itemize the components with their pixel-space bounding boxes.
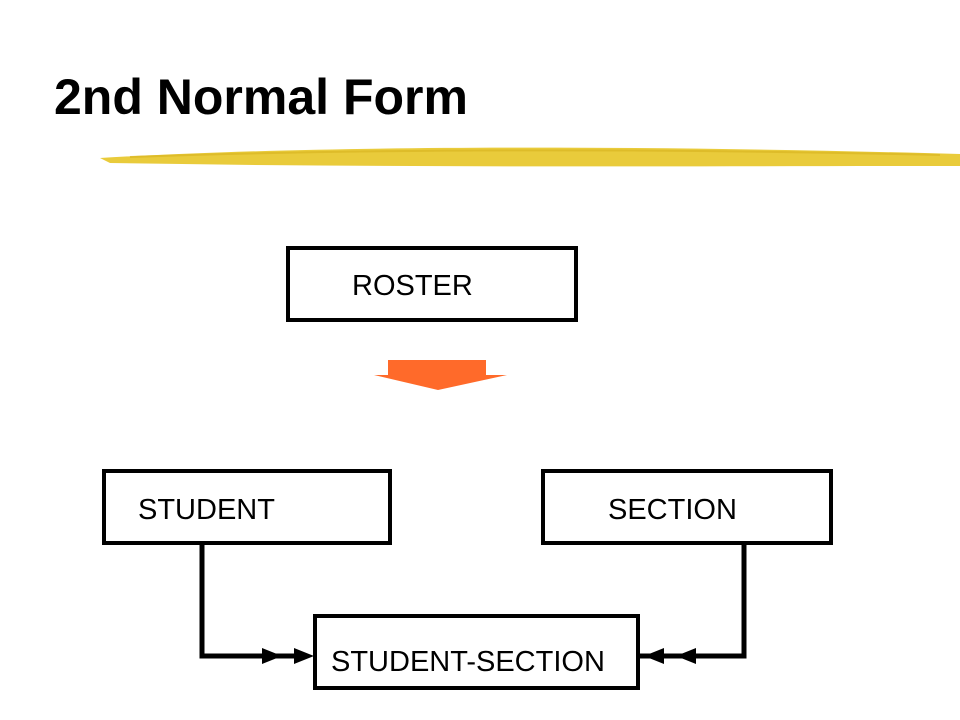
section-table-label: SECTION [608, 494, 737, 526]
arrowhead-icon [262, 648, 282, 664]
section-connector-line [640, 545, 747, 659]
roster-table-box [286, 246, 578, 322]
arrowhead-icon [294, 648, 314, 664]
arrowhead-icon [644, 648, 664, 664]
student-table-box [102, 469, 392, 545]
student-section-table-box [313, 614, 640, 690]
slide-title: 2nd Normal Form [54, 69, 468, 125]
section-table-box [541, 469, 833, 545]
orange-down-arrow-icon [374, 360, 507, 390]
roster-table-label: ROSTER [352, 270, 473, 302]
student-connector-line [199, 545, 296, 659]
student-section-table-label: STUDENT-SECTION [331, 646, 605, 678]
student-table-label: STUDENT [138, 494, 275, 526]
title-underline-highlight [129, 149, 941, 158]
arrowhead-icon [676, 648, 696, 664]
